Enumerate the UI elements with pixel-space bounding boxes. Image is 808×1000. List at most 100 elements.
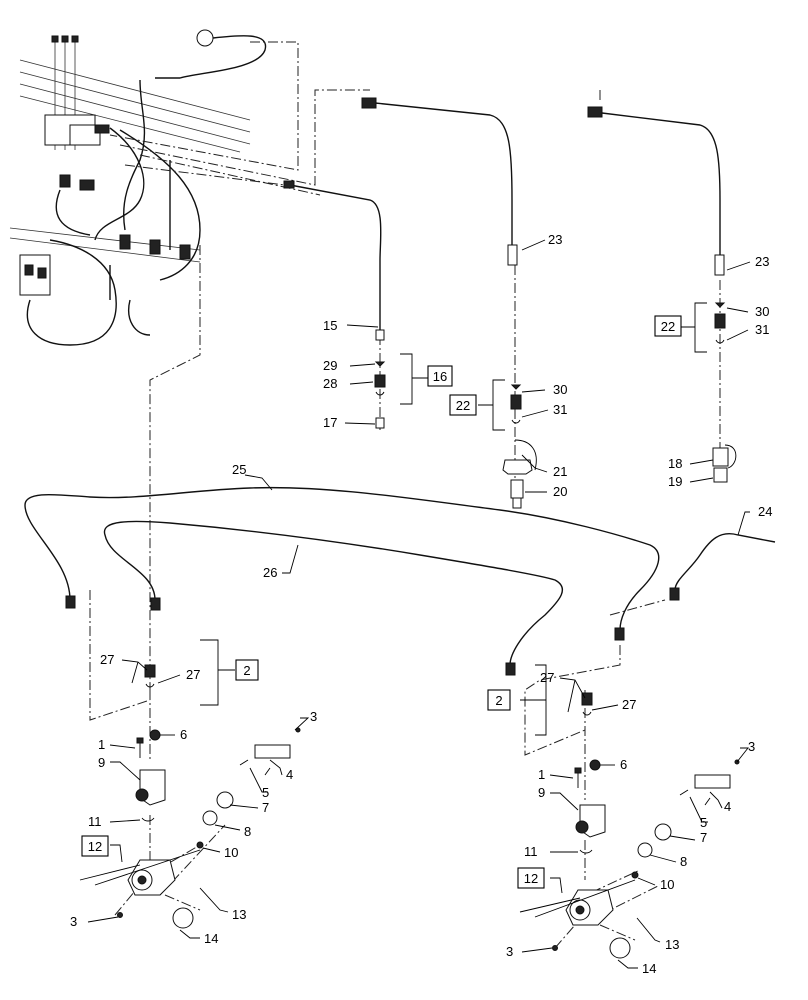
right-part-4-bracket xyxy=(694,774,731,789)
callout-23-middle: 23 xyxy=(548,232,562,247)
callout-3-right-bottom: 3 xyxy=(506,944,513,959)
kit-22-middle-label: 22 xyxy=(456,398,470,413)
kit-16-label: 16 xyxy=(433,369,447,384)
hose-15-lower-fitting xyxy=(375,329,385,341)
part-29-oring xyxy=(374,361,386,367)
part-20-coupler-body xyxy=(510,479,524,499)
part-30-right-fitting xyxy=(714,313,726,329)
kit-2-left-box xyxy=(235,659,259,681)
left-part-14-seal xyxy=(172,907,194,929)
callout-11-right: 11 xyxy=(524,844,538,859)
callout-15: 15 xyxy=(323,318,337,333)
callout-29: 29 xyxy=(323,358,337,373)
left-part-10-washer xyxy=(196,841,204,849)
part-17-plug xyxy=(375,417,385,429)
hose-23-middle-lower-fitting xyxy=(507,244,518,266)
callout-17: 17 xyxy=(323,415,337,430)
part-30-right-oring xyxy=(714,302,726,308)
callout-30-right: 30 xyxy=(755,304,769,319)
right-part-8-hub xyxy=(637,842,653,858)
small-parts xyxy=(374,302,737,509)
kit-22-right-box xyxy=(654,315,682,337)
callout-27-right-b: 27 xyxy=(622,697,636,712)
callout-30-middle: 30 xyxy=(553,382,567,397)
callout-3-right-top: 3 xyxy=(748,739,755,754)
callout-5-right: 5 xyxy=(700,815,707,830)
left-part-27-fitting xyxy=(144,664,156,678)
callout-6-right: 6 xyxy=(620,757,627,772)
right-part-3b-screw xyxy=(552,945,558,951)
kit-12-left-label: 12 xyxy=(88,839,102,854)
right-part-1-bolt xyxy=(574,767,582,774)
right-part-10-washer xyxy=(631,871,639,879)
hoses xyxy=(24,97,776,676)
right-motor-assembly xyxy=(519,692,740,959)
callout-21: 21 xyxy=(553,464,567,479)
kit-2-left-label: 2 xyxy=(243,663,250,678)
part-30-middle-oring xyxy=(510,384,522,390)
callout-27-left-b: 27 xyxy=(186,667,200,682)
kit-boxes: 16 22 22 2 2 12 12 xyxy=(81,315,682,889)
part-30-middle-fitting xyxy=(510,394,522,410)
callout-31-middle: 31 xyxy=(553,402,567,417)
callout-24: 24 xyxy=(758,504,772,519)
callout-25: 25 xyxy=(232,462,246,477)
hose-24-fitting xyxy=(669,587,680,601)
callout-4-right: 4 xyxy=(724,799,731,814)
callout-23-right: 23 xyxy=(755,254,769,269)
callout-28: 28 xyxy=(323,376,337,391)
left-part-1-bolt xyxy=(136,737,144,744)
callout-8-right: 8 xyxy=(680,854,687,869)
kit-16-box xyxy=(427,365,453,387)
callout-5-left: 5 xyxy=(262,785,269,800)
callout-8-left: 8 xyxy=(244,824,251,839)
callout-7-left: 7 xyxy=(262,800,269,815)
callout-4-left: 4 xyxy=(286,767,293,782)
callout-19: 19 xyxy=(668,474,682,489)
part-19-cap xyxy=(713,467,728,483)
part-28-fitting xyxy=(374,374,386,388)
callout-27-left-a: 27 xyxy=(100,652,114,667)
kit-12-right-box xyxy=(517,867,545,889)
right-part-7-sprocket xyxy=(654,823,672,841)
callout-11-left: 11 xyxy=(88,814,102,829)
callout-1-right: 1 xyxy=(538,767,545,782)
kit-2-right-label: 2 xyxy=(495,693,502,708)
callout-6-left: 6 xyxy=(180,727,187,742)
left-part-3b-screw xyxy=(117,912,123,918)
callout-3-left-top: 3 xyxy=(310,709,317,724)
callout-26: 26 xyxy=(263,565,277,580)
right-part-6-nut xyxy=(589,759,601,771)
alignment-lines xyxy=(89,41,721,949)
callout-13-right: 13 xyxy=(665,937,679,952)
callout-numbers: 15 29 28 17 23 30 31 21 20 23 30 31 18 1… xyxy=(70,232,772,976)
kit-12-left-box xyxy=(81,835,109,857)
hose-26-left-fitting xyxy=(150,597,161,611)
left-part-3-screw xyxy=(295,727,301,733)
valve-assembly-illustration xyxy=(9,29,267,346)
callout-7-right: 7 xyxy=(700,830,707,845)
leader-lines xyxy=(87,239,751,969)
callout-13-left: 13 xyxy=(232,907,246,922)
callout-18: 18 xyxy=(668,456,682,471)
left-motor-assembly xyxy=(79,664,301,929)
right-part-14-seal xyxy=(609,937,631,959)
hose-25-left-fitting xyxy=(65,595,76,609)
callout-3-left-bottom: 3 xyxy=(70,914,77,929)
callout-27-right-a: 27 xyxy=(540,670,554,685)
callout-10-left: 10 xyxy=(224,845,238,860)
kit-22-middle-box xyxy=(449,394,477,416)
hose-23-right-upper-fitting xyxy=(587,106,603,118)
kit-22-right-label: 22 xyxy=(661,319,675,334)
part-18-coupler xyxy=(712,447,729,467)
kit-12-right-label: 12 xyxy=(524,871,538,886)
callout-14-left: 14 xyxy=(204,931,218,946)
right-part-27-fitting xyxy=(581,692,593,706)
callout-9-right: 9 xyxy=(538,785,545,800)
part-21-coupler xyxy=(502,459,533,475)
hose-25-right-fitting xyxy=(614,627,625,641)
kit-2-right-box xyxy=(487,689,511,711)
hose-23-right-lower-fitting xyxy=(714,254,725,276)
callout-20: 20 xyxy=(553,484,567,499)
